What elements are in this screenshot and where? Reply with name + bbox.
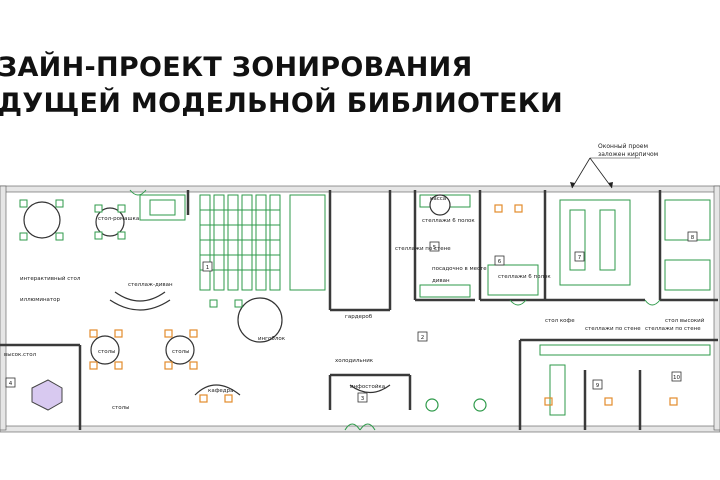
label-stellazhi-po-stene-1: стеллажи по стене	[395, 246, 451, 252]
label-stol-romashka: стол-ромашка	[98, 216, 139, 222]
page-title-line-1: ЗАЙН-ПРОЕКТ ЗОНИРОВАНИЯ	[0, 52, 473, 83]
doors	[129, 189, 661, 431]
room-number-5: 5	[433, 245, 437, 251]
room-number-8: 8	[691, 235, 695, 241]
annotation-line-1: Оконный проем	[598, 143, 648, 150]
room-number-3: 3	[361, 396, 365, 402]
label-posadochno-v-meste: посадочно в месте	[432, 266, 487, 272]
label-divan: диван	[432, 278, 450, 284]
wall-segments	[0, 185, 720, 433]
room-number-1: 1	[206, 265, 210, 271]
seats	[19, 199, 243, 308]
round-tables	[23, 194, 451, 365]
window-annotation: Оконный проем заложен кирпичом	[570, 143, 658, 189]
label-interaktivny-stol: интерактивный стол	[20, 275, 81, 282]
label-stol-kofe: стол кофе	[545, 318, 575, 324]
label-stellazh-divan: стеллаж-диван	[128, 282, 173, 288]
label-infostoika: инфостойка	[350, 383, 385, 390]
label-kafedra: кафедра	[208, 388, 233, 394]
label-stoly-3: столы	[112, 405, 129, 411]
label-stellazhi-po-stene-2: стеллажи по стене	[645, 326, 701, 332]
label-kholodilnik: холодильник	[335, 358, 374, 364]
label-stoly-1: столы	[98, 349, 115, 355]
room-number-boxes	[5, 231, 698, 403]
label-stellazhi-6-polok-2: стеллажи 6 полок	[498, 274, 551, 280]
room-number-9: 9	[596, 383, 600, 389]
label-vysokiy-stol: высок.стол	[4, 352, 37, 358]
service-points	[425, 398, 487, 412]
room-number-2: 2	[421, 335, 425, 341]
hexagon-table	[31, 379, 63, 411]
room-number-6: 6	[498, 259, 502, 265]
chairs	[89, 204, 678, 406]
label-stellazhi-6-polok-1: стеллажи 6 полок	[422, 218, 475, 224]
furniture-labels: стол-ромашка стеллаж-диван интерактивный…	[4, 196, 705, 411]
room-number-10: 10	[673, 375, 680, 381]
curved-shelves	[109, 291, 391, 396]
annotation-line-2: заложен кирпичом	[598, 151, 658, 158]
room-number-7: 7	[578, 255, 582, 261]
shelving-rows	[139, 194, 711, 416]
room-numbers: 1 2 3 4 5 6 7 8 9 10	[9, 235, 695, 402]
label-ingoblok: ингоблок	[258, 336, 286, 342]
label-stellazhi-po-stene-3: стеллажи по стене	[585, 326, 641, 332]
label-stoly-2: столы	[172, 349, 189, 355]
page-title-line-2: ДУЩЕЙ МОДЕЛЬНОЙ БИБЛИОТЕКИ	[0, 88, 564, 119]
interior-walls	[0, 190, 718, 430]
room-number-4: 4	[9, 381, 13, 387]
label-illyuminator: иллюминатор	[20, 297, 60, 303]
label-kassa: касса	[430, 196, 446, 202]
label-garderob: гардероб	[345, 314, 373, 320]
label-stol-vysokiy: стол высокий	[665, 317, 705, 324]
